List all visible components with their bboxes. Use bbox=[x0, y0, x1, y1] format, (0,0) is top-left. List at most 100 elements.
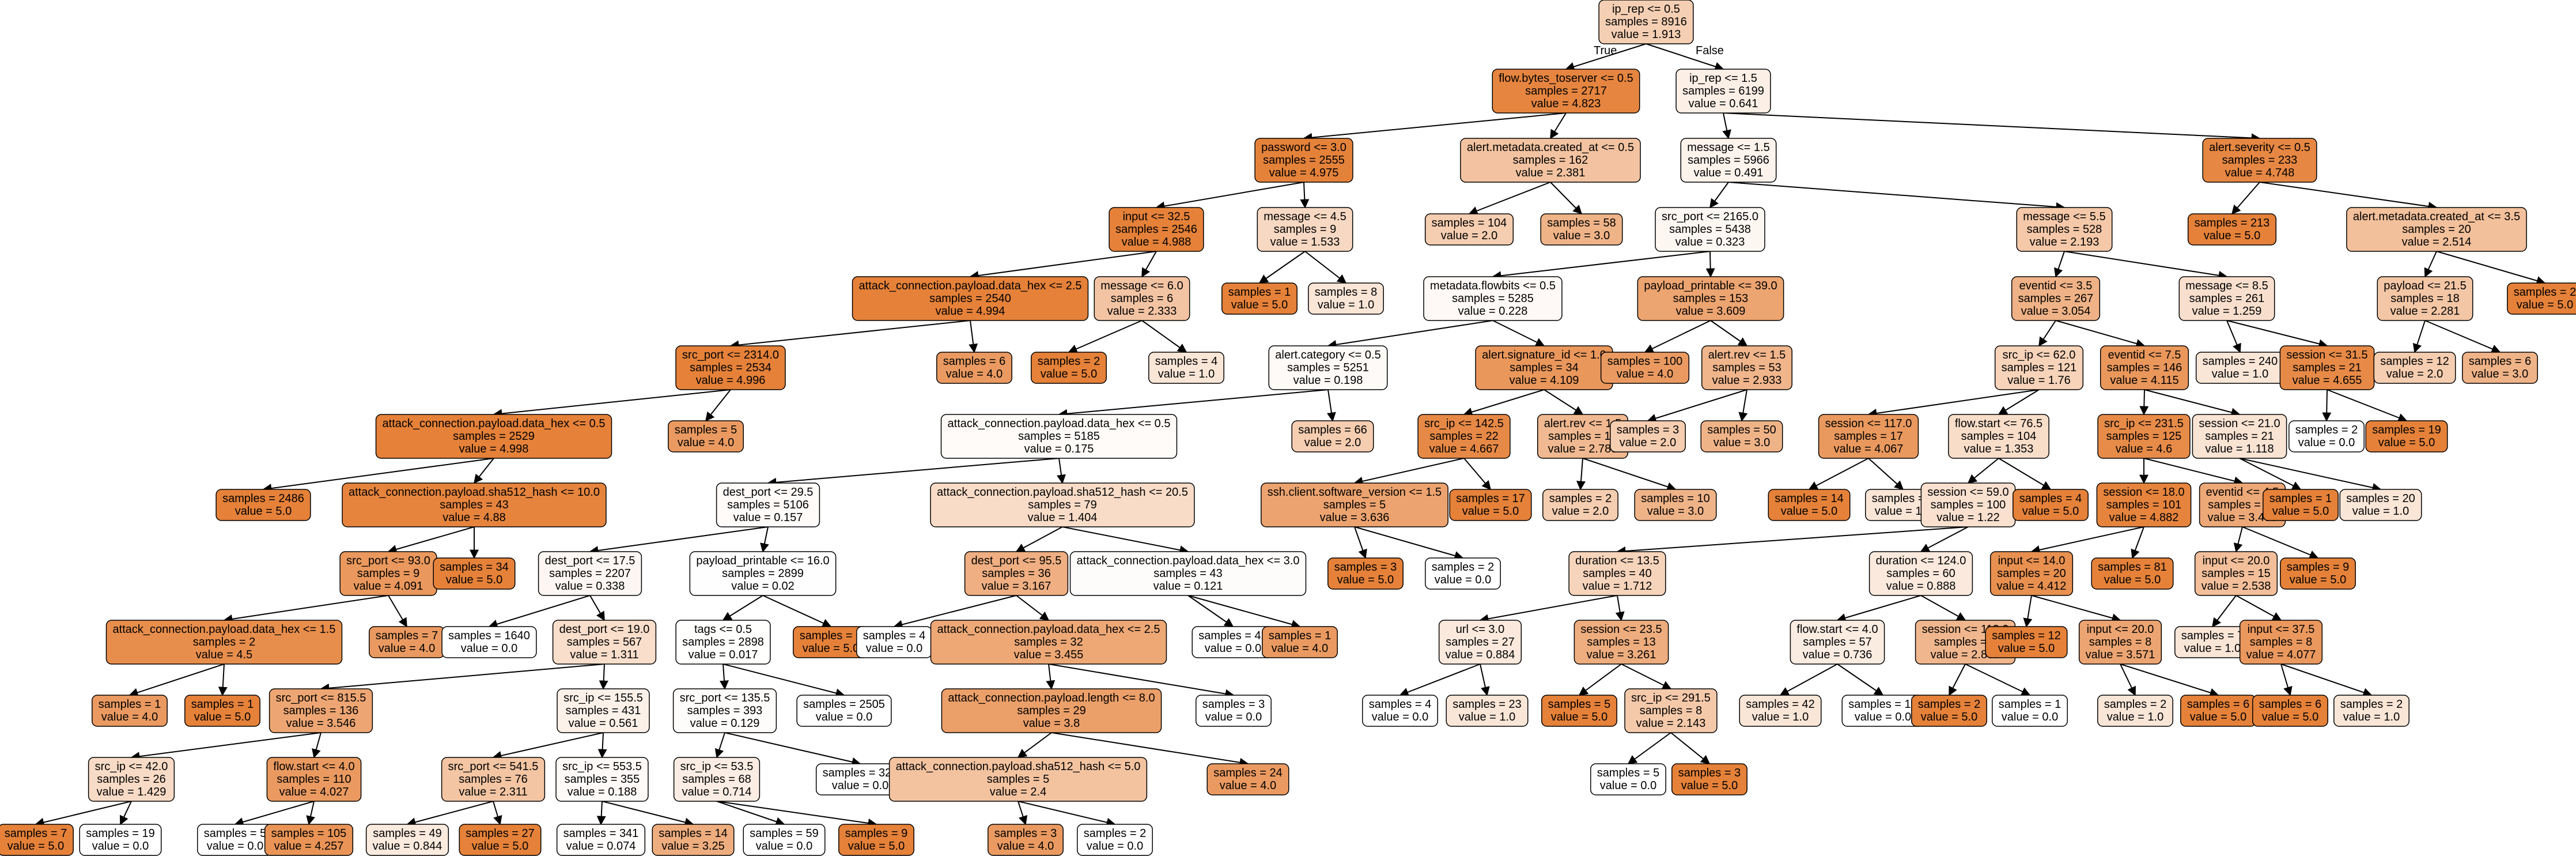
node-samples-text: samples = 6 bbox=[943, 355, 1005, 368]
node-samples-text: samples = 43 bbox=[440, 499, 509, 511]
node-box bbox=[1598, 0, 1694, 44]
node-box bbox=[552, 620, 657, 665]
node-value-text: value = 0.0 bbox=[1205, 642, 1261, 655]
node-box bbox=[1992, 695, 2068, 727]
tree-edge bbox=[223, 595, 389, 624]
node-condition-text: src_port <= 135.5 bbox=[680, 692, 770, 704]
tree-edge bbox=[2327, 389, 2408, 423]
node-value-text: value = 0.0 bbox=[1372, 711, 1428, 723]
node-value-text: value = 5.0 bbox=[1041, 368, 1097, 380]
node-box bbox=[2192, 414, 2287, 459]
node-value-text: value = 2.281 bbox=[2390, 305, 2460, 318]
tree-edge bbox=[716, 801, 877, 828]
tree-edge bbox=[2023, 595, 2033, 628]
node-value-text: value = 4.115 bbox=[2110, 374, 2178, 387]
node-value-text: value = 0.641 bbox=[1689, 97, 1758, 110]
node-value-text: value = 5.0 bbox=[2272, 505, 2329, 518]
tree-split-node: attack_connection.payload.data_hex <= 2.… bbox=[930, 620, 1167, 665]
tree-edge bbox=[2144, 389, 2241, 417]
node-value-text: value = 4.88 bbox=[442, 511, 506, 524]
node-samples-text: samples = 5106 bbox=[727, 499, 809, 511]
node-samples-text: samples = 528 bbox=[2027, 223, 2102, 236]
tree-split-node: alert.metadata.created_at <= 0.5samples … bbox=[1460, 138, 1641, 183]
node-samples-text: samples = 10 bbox=[1641, 492, 1710, 505]
node-box bbox=[1268, 345, 1388, 390]
node-samples-text: samples = 162 bbox=[1513, 154, 1588, 167]
node-samples-text: samples = 79 bbox=[1028, 499, 1097, 511]
node-value-text: value = 2.333 bbox=[1107, 305, 1177, 318]
node-box bbox=[1868, 551, 1973, 596]
node-box bbox=[1671, 763, 1747, 795]
node-samples-text: samples = 2 bbox=[2104, 698, 2166, 711]
tree-edge bbox=[262, 458, 494, 493]
node-condition-text: src_ip <= 53.5 bbox=[680, 760, 754, 773]
tree-edge bbox=[130, 732, 321, 761]
tree-edge bbox=[1621, 663, 1672, 689]
node-samples-text: samples = 2 bbox=[193, 636, 255, 648]
node-samples-text: samples = 136 bbox=[283, 704, 359, 717]
node-samples-text: samples = 6 bbox=[1111, 292, 1173, 305]
node-value-text: value = 1.533 bbox=[1270, 236, 1340, 248]
node-samples-text: samples = 29 bbox=[1017, 704, 1086, 717]
tree-edge bbox=[1967, 458, 1999, 484]
node-value-text: value = 2.381 bbox=[1516, 167, 1586, 179]
node-samples-text: samples = 1 bbox=[1228, 286, 1291, 299]
node-samples-text: samples = 12 bbox=[1548, 430, 1617, 443]
node-box bbox=[538, 551, 642, 596]
tree-edge bbox=[1399, 663, 1481, 697]
tree-edge bbox=[320, 663, 605, 693]
node-samples-text: samples = 3 bbox=[1202, 698, 1265, 711]
node-value-text: value = 4.0 bbox=[946, 368, 1003, 380]
node-box bbox=[2097, 414, 2191, 459]
tree-edge bbox=[492, 732, 604, 760]
node-samples-text: samples = 105 bbox=[271, 827, 347, 840]
node-samples-text: samples = 24 bbox=[2208, 499, 2277, 511]
node-box bbox=[1262, 626, 1338, 658]
node-box bbox=[988, 824, 1064, 856]
tree-edge bbox=[2030, 526, 2144, 555]
node-condition-text: session <= 23.5 bbox=[1580, 623, 1662, 636]
node-condition-text: attack_connection.payload.data_hex <= 1.… bbox=[113, 623, 336, 636]
node-samples-text: samples = 20 bbox=[2402, 223, 2471, 236]
node-samples-text: samples = 60 bbox=[1886, 567, 1955, 580]
node-samples-text: samples = 81 bbox=[2098, 561, 2167, 574]
node-condition-text: alert.rev <= 1.5 bbox=[1544, 417, 1622, 430]
node-samples-text: samples = 58 bbox=[1547, 217, 1616, 229]
node-box bbox=[1985, 626, 2068, 658]
node-samples-text: samples = 40 bbox=[1583, 567, 1652, 580]
node-value-text: value = 5.0 bbox=[472, 840, 528, 853]
tree-edge bbox=[1015, 526, 1063, 552]
node-value-text: value = 5.0 bbox=[1231, 299, 1288, 311]
node-box bbox=[2339, 489, 2422, 521]
node-samples-text: samples = 2505 bbox=[803, 698, 885, 711]
node-box bbox=[1994, 345, 2084, 390]
node-condition-text: attack_connection.payload.length <= 8.0 bbox=[948, 692, 1155, 704]
node-value-text: value = 0.02 bbox=[731, 580, 795, 593]
node-samples-text: samples = 267 bbox=[2018, 292, 2094, 305]
tree-edge bbox=[2212, 595, 2237, 628]
tree-edge bbox=[306, 801, 315, 825]
tree-split-node: attack_connection.payload.data_hex <= 2.… bbox=[852, 276, 1089, 321]
tree-edge bbox=[2038, 320, 2056, 347]
tree-edge bbox=[493, 389, 731, 418]
tree-edge bbox=[1722, 112, 1731, 139]
node-value-text: value = 4.091 bbox=[354, 580, 423, 593]
node-box bbox=[105, 620, 343, 665]
node-box bbox=[1573, 620, 1669, 665]
node-box bbox=[1425, 557, 1501, 590]
